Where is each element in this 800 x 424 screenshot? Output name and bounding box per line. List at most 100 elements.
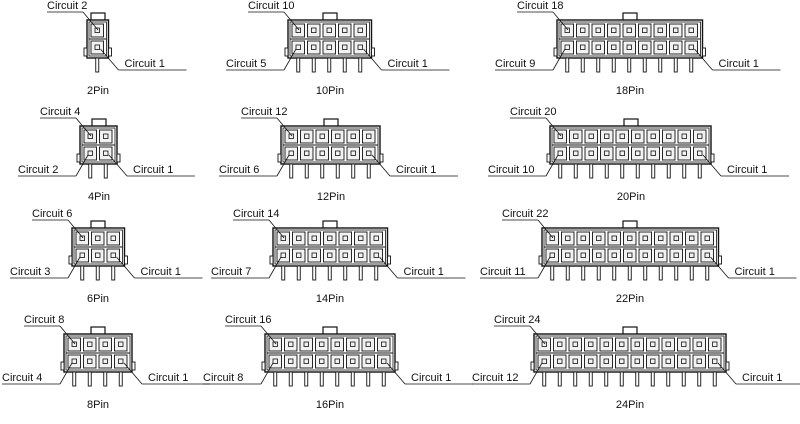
pcb-pin	[581, 265, 586, 281]
pcb-pin	[635, 371, 640, 387]
callout-line	[75, 117, 92, 137]
pin-cavity	[537, 337, 551, 352]
top-circuit-label: Circuit 10	[248, 0, 294, 12]
pin-cavity	[708, 354, 722, 369]
flange-right	[718, 255, 722, 265]
pcb-pin	[304, 371, 309, 387]
pin-cavity	[331, 146, 345, 161]
pin-count-caption: 2Pin	[87, 85, 109, 97]
pin-contact	[650, 341, 656, 347]
pin-cavity	[307, 23, 321, 38]
pin-contact	[303, 341, 309, 347]
callout-line	[123, 362, 143, 385]
pcb-pin	[635, 163, 640, 179]
callout-line	[283, 11, 300, 31]
pin-cavity	[338, 248, 352, 263]
pin-cavity	[91, 231, 105, 246]
pin-cavity	[677, 129, 691, 144]
callout-line	[710, 256, 729, 279]
left-circuit-label: Circuit 2	[18, 164, 58, 176]
right-circuit-label: Circuit 1	[719, 58, 759, 70]
left-circuit-label: Circuit 3	[10, 266, 50, 278]
pcb-pin	[627, 265, 632, 281]
pcb-pin	[311, 57, 316, 73]
pcb-pin	[565, 265, 570, 281]
flange-right	[124, 255, 128, 265]
pin-contact	[381, 341, 387, 347]
pin-contact	[87, 133, 93, 139]
flange-left	[553, 47, 558, 57]
pin-cavity	[330, 337, 344, 352]
callout-line	[386, 362, 406, 385]
pin-cavity	[599, 337, 613, 352]
callout-line	[268, 219, 285, 239]
pin-contact	[272, 341, 278, 347]
pin-cavity	[692, 337, 706, 352]
pin-contact	[335, 133, 341, 139]
pin-cavity	[75, 231, 89, 246]
pin-contact	[103, 150, 109, 156]
pin-cavity	[591, 23, 605, 38]
pin-contact	[94, 44, 100, 50]
flange-right	[116, 153, 121, 163]
right-circuit-label: Circuit 1	[133, 164, 173, 176]
pcb-pin	[658, 57, 663, 73]
pcb-pin	[643, 265, 648, 281]
pin-cavity	[83, 337, 97, 352]
callout-line	[116, 256, 135, 279]
pin-cavity	[346, 129, 360, 144]
pin-contact	[588, 358, 594, 364]
pin-contact	[642, 252, 648, 258]
pin-contact	[603, 341, 609, 347]
callout-line	[529, 325, 546, 345]
pcb-pin	[95, 57, 100, 73]
pin-contact	[557, 150, 563, 156]
pin-cavity	[361, 337, 375, 352]
left-circuit-label: Circuit 4	[2, 372, 42, 384]
pin-contact	[334, 341, 340, 347]
pin-contact	[304, 150, 310, 156]
callout-line	[694, 48, 713, 71]
pin-contact	[611, 44, 617, 50]
pin-cavity	[669, 248, 683, 263]
pin-contact	[103, 133, 109, 139]
pin-contact	[580, 235, 586, 241]
pin-contact	[373, 235, 379, 241]
pin-contact	[689, 235, 695, 241]
pin-contact	[658, 252, 664, 258]
pin-cavity	[362, 146, 376, 161]
pin-contact	[303, 358, 309, 364]
top-circuit-label: Circuit 6	[32, 208, 72, 220]
pin-contact	[565, 235, 571, 241]
pin-contact	[696, 358, 702, 364]
pcb-pin	[87, 371, 92, 387]
pin-cavity	[615, 337, 629, 352]
pin-count-caption: 24Pin	[616, 399, 644, 411]
pin-cavity	[568, 337, 582, 352]
pin-contact	[619, 341, 625, 347]
pin-cavity	[284, 337, 298, 352]
pin-cavity	[623, 248, 637, 263]
pin-contact	[580, 27, 586, 33]
pcb-pin	[650, 371, 655, 387]
pin-contact	[634, 341, 640, 347]
pin-contact	[350, 150, 356, 156]
pcb-pin	[289, 163, 294, 179]
pcb-pin	[366, 163, 371, 179]
pcb-pin	[565, 57, 570, 73]
pcb-pin	[604, 371, 609, 387]
pin-cavity	[330, 354, 344, 369]
pin-cavity	[654, 231, 668, 246]
pin-contact	[549, 252, 555, 258]
flange-left	[530, 361, 535, 371]
pcb-pin	[542, 371, 547, 387]
pin-contact	[350, 341, 356, 347]
pcb-pin	[335, 163, 340, 179]
pin-cavity	[576, 248, 590, 263]
top-circuit-label: Circuit 4	[40, 106, 80, 118]
callout-line	[537, 219, 554, 239]
callout-line	[371, 154, 391, 177]
pin-contact	[311, 27, 317, 33]
